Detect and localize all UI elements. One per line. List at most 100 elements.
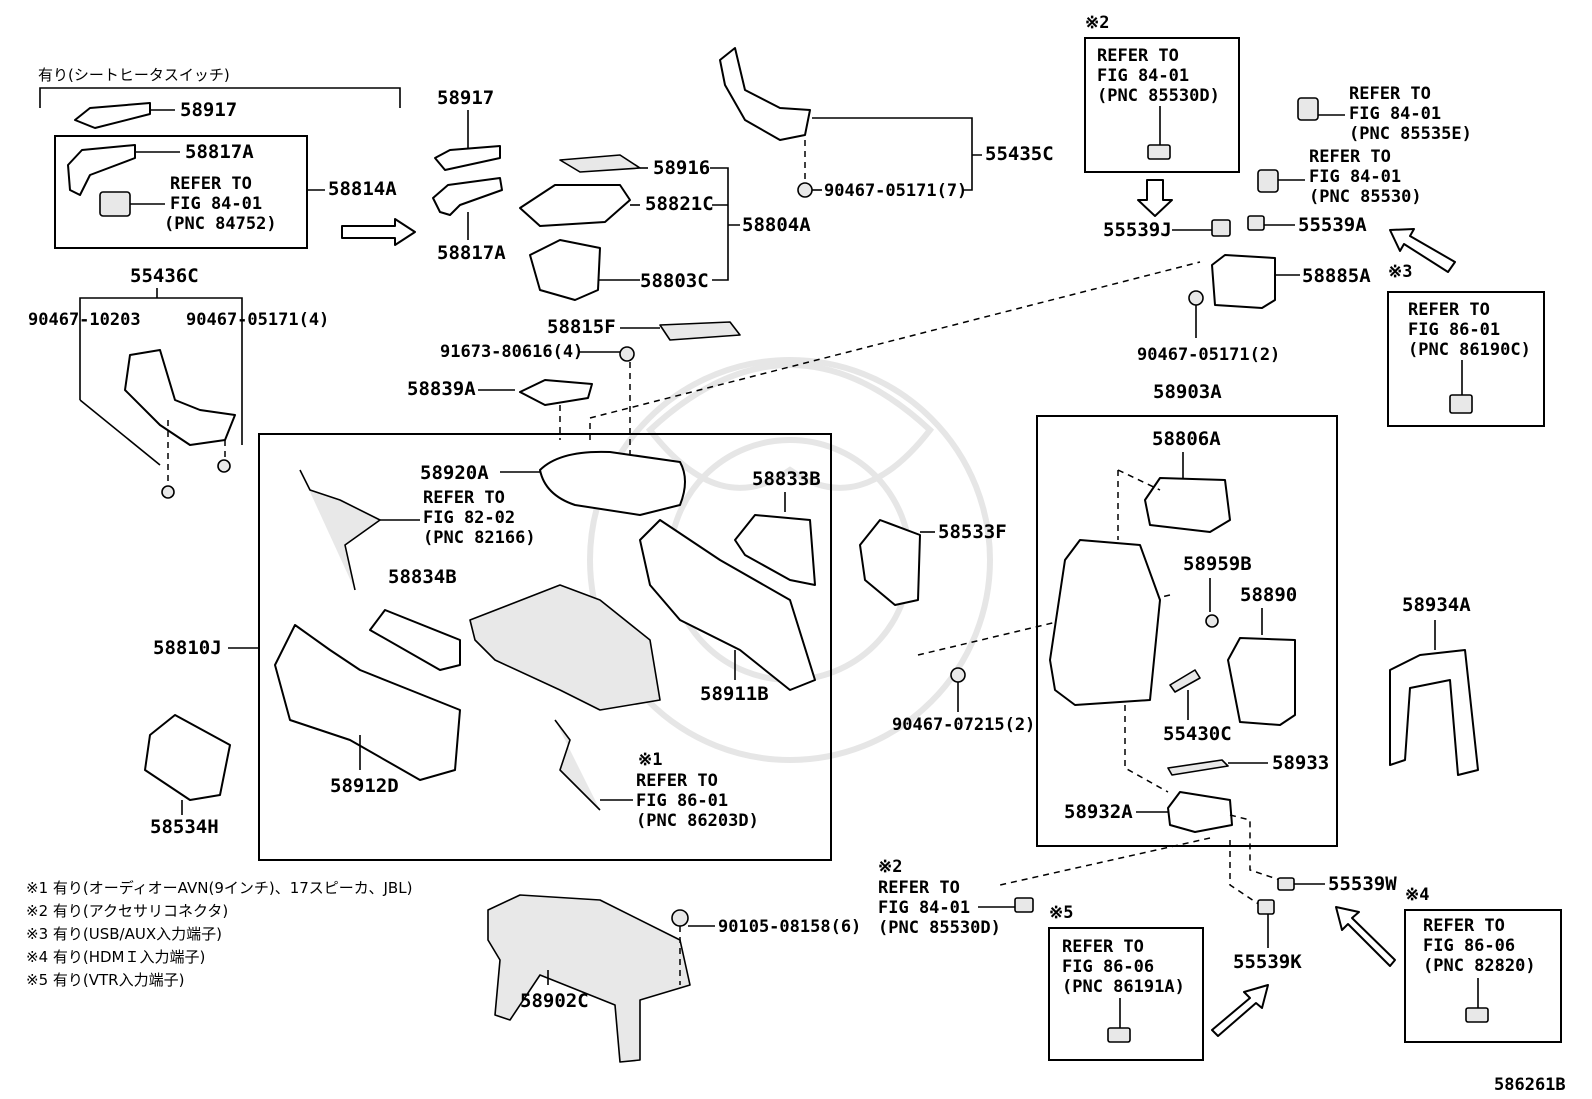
label-90467-07215: 90467-07215(2) [892,715,1035,735]
legend-note-4: ※4 有り(HDMＩ入力端子) [26,948,205,966]
box-85530D-top [1084,37,1240,173]
pad-part [659,321,741,341]
pocket-part [144,714,231,801]
label-58885A: 58885A [1302,265,1371,287]
label-58810J: 58810J [153,637,222,659]
label-58833B: 58833B [752,468,821,490]
bolt-icon [671,909,689,927]
clip-icon [797,182,813,198]
lid-part [519,379,593,406]
label-90467-05171-2: 90467-05171(2) [1137,345,1280,365]
connector-icon [1147,144,1171,160]
label-58933: 58933 [1272,752,1329,774]
arrow-upleft-icon [1335,906,1396,967]
refer-85530D-bottom-l3: (PNC 85530D) [878,918,1001,938]
label-90467-10203: 90467-10203 [28,310,141,330]
mark-4: ※4 [1405,885,1429,905]
label-55430C: 55430C [1163,723,1232,745]
refer-82820-l2: FIG 86-06 [1423,936,1515,956]
label-58917-mid: 58917 [437,87,494,109]
refer-85530D-top-l3: (PNC 85530D) [1097,86,1220,106]
label-58803C: 58803C [640,270,709,292]
seat-heater-bracket: 有り(シートヒータスイッチ) [38,66,401,108]
label-55539W: 55539W [1328,873,1397,895]
refer-85535E-l1: REFER TO [1349,84,1431,104]
console-frame-part [469,584,661,711]
refer-85535E-l3: (PNC 85535E) [1349,124,1472,144]
cover-icon [1277,877,1295,891]
label-58890: 58890 [1240,584,1297,606]
refer-85535E-l2: FIG 84-01 [1349,104,1441,124]
clip-icon [1188,290,1204,306]
refer-86203D-l3: (PNC 86203D) [636,811,759,831]
cover-icon [1257,899,1275,915]
bolt-icon [619,346,635,362]
socket-icon [1257,169,1279,193]
clip-icon [1205,614,1219,628]
clip-icon [950,667,966,683]
rod-part [1169,669,1201,693]
label-58533F: 58533F [938,521,1007,543]
box-58903A [1036,415,1338,847]
legend-note-1: ※1 有り(オーディオーAVN(9インチ)、17スピーカ、JBL) [26,879,412,897]
box-82820 [1404,909,1562,1043]
side-cover-part [124,349,236,446]
harness-part [299,469,381,591]
label-58834B: 58834B [388,566,457,588]
label-58804A: 58804A [742,214,811,236]
diagram-id: 586261B [1494,1075,1566,1095]
lower-panel-part [1049,539,1161,706]
insert-part [434,145,501,171]
refer-85530-l1: REFER TO [1309,147,1391,167]
display-part [1144,477,1231,533]
cover-icon [1211,219,1231,237]
label-58806A: 58806A [1152,428,1221,450]
box-86190C [1387,291,1545,427]
label-58911B: 58911B [700,683,769,705]
legend-note-2: ※2 有り(アクセサリコネクタ) [26,902,228,920]
clip-icon [217,459,231,473]
label-58821C: 58821C [645,193,714,215]
bracket-part [487,894,691,1063]
legend-note-5: ※5 有り(VTR入力端子) [26,971,184,989]
label-55539K: 55539K [1233,951,1302,973]
refer-82166-l2: FIG 82-02 [423,508,515,528]
connector-icon [1465,1007,1489,1023]
label-91673-80616: 91673-80616(4) [440,342,583,362]
box-58814A [54,135,308,249]
arrow-upleft-icon [1389,228,1456,273]
arrow-down-icon [1137,179,1173,217]
connector-icon [1449,394,1473,414]
mark-3: ※3 [1388,262,1412,282]
refer-85530D-bottom-l1: REFER TO [878,878,960,898]
refer-86191A-l2: FIG 86-06 [1062,957,1154,977]
switch-cover-part [74,102,151,129]
armrest-part [539,450,686,516]
mat-part [559,154,641,173]
switch-panel-part [1211,254,1276,309]
refer-86191A-l3: (PNC 86191A) [1062,977,1185,997]
refer-85530D-top-l2: FIG 84-01 [1097,66,1189,86]
refer-82820-l3: (PNC 82820) [1423,956,1536,976]
label-58817A-mid: 58817A [437,242,506,264]
box-86191A [1048,927,1204,1061]
pocket-part [1227,637,1296,726]
mark-1: ※1 [638,750,662,770]
refer-86191A-l1: REFER TO [1062,937,1144,957]
refer-85530-l3: (PNC 85530) [1309,187,1422,207]
switch-base-part [1167,791,1233,833]
refer-82820-l1: REFER TO [1423,916,1505,936]
refer-85530-l2: FIG 84-01 [1309,167,1401,187]
label-58916: 58916 [653,157,710,179]
label-58912D: 58912D [330,775,399,797]
mark-2-top: ※2 [1085,13,1109,33]
label-58817A-box: 58817A [185,141,254,163]
label-58814A: 58814A [328,178,397,200]
legend-note-3: ※3 有り(USB/AUX入力端子) [26,925,222,943]
label-58534H: 58534H [150,816,219,838]
trim-part [369,609,461,671]
arrow-upright-icon [1211,984,1269,1037]
label-90467-05171-4: 90467-05171(4) [186,310,329,330]
heater-switch-part [99,191,131,217]
